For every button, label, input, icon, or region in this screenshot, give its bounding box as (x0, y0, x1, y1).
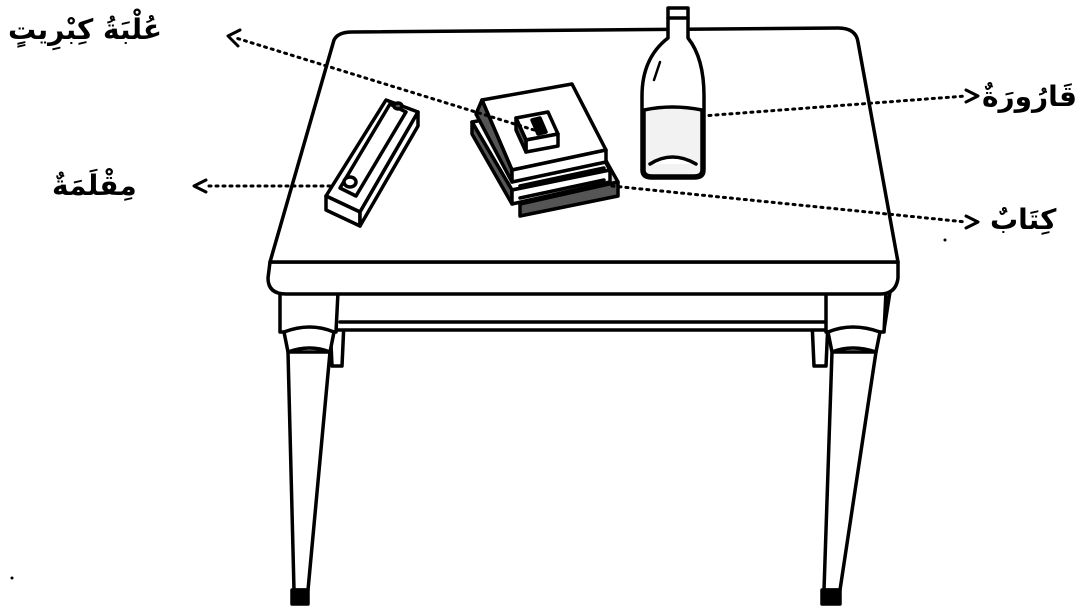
label-bottle: قَارُورَةٌ (982, 83, 1077, 111)
table-top-edge (268, 262, 898, 294)
front-leg-right (822, 292, 886, 604)
label-book: كِتَابٌ (990, 206, 1056, 234)
front-leg-left (280, 292, 338, 604)
arrowhead-bottle (966, 90, 978, 102)
stray-dot (944, 239, 947, 242)
table-apron (280, 292, 890, 330)
label-pencil-case: مِقْلَمَةٌ (52, 172, 137, 200)
stray-dot (11, 577, 14, 580)
label-matchbox: عُلْبَةُ كِبْرِيتٍ (8, 16, 162, 44)
arrowhead-book (966, 216, 978, 228)
arrowhead-pencil (194, 180, 206, 192)
matchbox (516, 112, 558, 152)
